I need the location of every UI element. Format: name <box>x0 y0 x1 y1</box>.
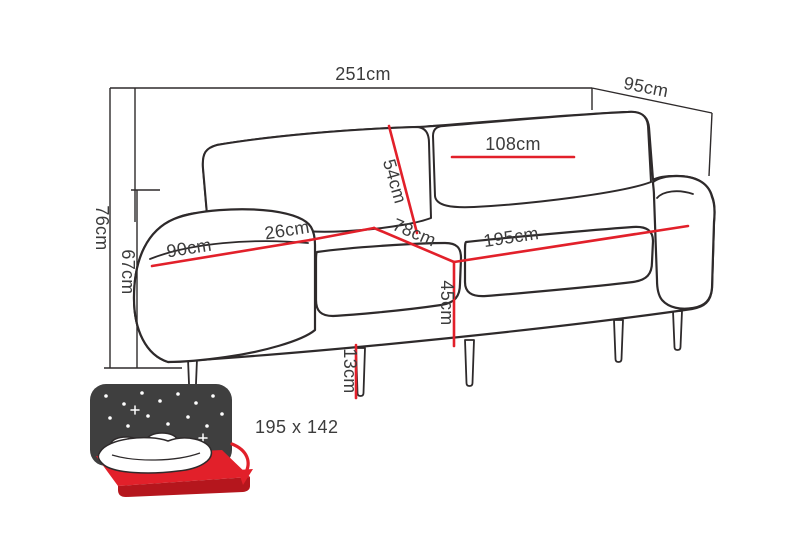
dim-line-armrest-width <box>308 226 376 242</box>
dim-line-seat-depth <box>372 226 456 264</box>
red-dimension-lines <box>150 124 690 400</box>
dim-line-backrest-height <box>387 124 419 235</box>
right-seat-cushion <box>463 225 655 298</box>
sofa-leg <box>355 347 366 397</box>
sofa-bed-icon <box>90 384 253 497</box>
sofa-illustration <box>132 110 716 400</box>
sofa-leg <box>672 310 683 351</box>
dim-label-total-depth: 95cm <box>622 73 670 101</box>
dim-label-total-width: 251cm <box>335 64 391 84</box>
right-back-cushion <box>432 110 652 209</box>
dim-label-total-height: 76cm <box>92 205 112 250</box>
left-armrest-top-line <box>149 240 309 260</box>
sofa-leg <box>613 319 624 363</box>
dim-line-total-depth <box>591 87 713 114</box>
sofa-leg <box>464 339 475 387</box>
dim-line-armrest-depth <box>150 238 312 268</box>
dim-label-leg-height: 13cm <box>340 348 360 393</box>
bed-duvet-fold-line <box>111 452 201 461</box>
right-armrest-top-line <box>656 190 694 199</box>
dimension-labels: 251cm 95cm 76cm 67cm 90cm 26cm 54cm 108c… <box>92 64 670 394</box>
sleeping-area-label: 195 x 142 <box>255 417 339 437</box>
black-dimension-lines <box>104 87 713 369</box>
dim-label-back-cushion-width: 108cm <box>485 134 541 154</box>
sparkle-icon <box>130 405 208 443</box>
bed-duvet <box>97 436 213 474</box>
dim-label-seat-height: 45cm <box>437 280 457 325</box>
right-armrest <box>651 174 716 310</box>
dim-label-armrest-height: 67cm <box>118 249 138 294</box>
bed-mattress-front <box>118 477 250 497</box>
unfold-arrow-head <box>238 469 253 485</box>
dim-line-seat-width <box>452 224 690 264</box>
extension-line <box>708 112 713 177</box>
